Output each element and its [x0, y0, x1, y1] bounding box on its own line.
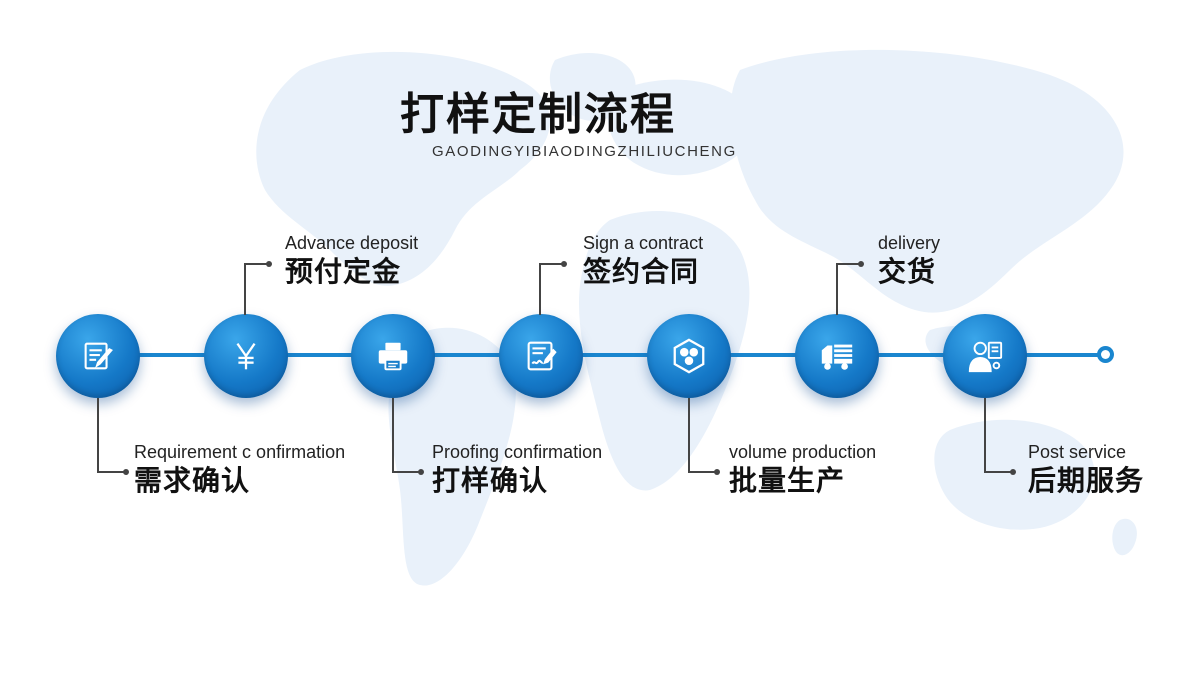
connector-line [244, 263, 268, 265]
step-node-delivery [795, 314, 879, 398]
step-label-zh: 预付定金 [285, 255, 402, 288]
step-node-service [943, 314, 1027, 398]
truck-icon [821, 344, 853, 370]
step-label-zh: 批量生产 [729, 464, 846, 497]
step-label-delivery: delivery 交货 [878, 232, 940, 290]
connector-dot [418, 469, 424, 475]
timeline-end-cap [1097, 346, 1114, 363]
step-label-en: Requirement c onfirmation [134, 442, 346, 462]
page-subtitle: GAODINGYIBIAODINGZHILIUCHENG [432, 143, 737, 160]
step-label-deposit: Advance deposit 预付定金 [285, 232, 418, 290]
step-node-deposit [204, 314, 288, 398]
step-label-zh: 交货 [878, 255, 937, 288]
connector-dot [858, 261, 864, 267]
connector-line [836, 263, 860, 265]
step-label-service: Post service 后期服务 [1028, 441, 1144, 499]
connector-line [836, 263, 838, 315]
step-label-production: volume production 批量生产 [729, 441, 876, 499]
step-label-en: delivery [878, 233, 941, 253]
connector-line [244, 263, 246, 315]
connector-dot [1010, 469, 1016, 475]
contract-sign-icon [527, 341, 557, 371]
step-node-requirement [56, 314, 140, 398]
printer-icon [378, 342, 408, 371]
step-label-en: Proofing confirmation [432, 442, 603, 462]
service-person-icon [968, 341, 1003, 373]
page-title: 打样定制流程 [400, 89, 676, 140]
connector-dot [561, 261, 567, 267]
step-label-zh: 需求确认 [134, 464, 251, 497]
connector-line [539, 263, 563, 265]
connector-line [688, 471, 716, 473]
connector-line [97, 471, 125, 473]
step-label-zh: 签约合同 [583, 255, 700, 288]
step-label-zh: 打样确认 [432, 464, 549, 497]
step-label-en: Post service [1028, 442, 1127, 462]
step-label-en: volume production [729, 442, 877, 462]
connector-line [688, 398, 690, 472]
connector-line [97, 398, 99, 472]
connector-line [539, 263, 541, 315]
yen-icon [236, 343, 256, 370]
timeline-line [95, 353, 1105, 357]
step-node-production [647, 314, 731, 398]
step-label-contract: Sign a contract 签约合同 [583, 232, 703, 290]
connector-line [392, 398, 394, 472]
step-label-proofing: Proofing confirmation 打样确认 [432, 441, 602, 499]
connector-dot [714, 469, 720, 475]
production-icon [673, 338, 705, 374]
step-label-en: Sign a contract [583, 233, 704, 253]
connector-dot [123, 469, 129, 475]
connector-line [984, 398, 986, 472]
connector-line [392, 471, 420, 473]
step-node-contract [499, 314, 583, 398]
document-edit-icon [84, 342, 113, 370]
connector-dot [266, 261, 272, 267]
step-node-proofing [351, 314, 435, 398]
step-label-zh: 后期服务 [1028, 464, 1145, 497]
connector-line [984, 471, 1012, 473]
step-label-requirement: Requirement c onfirmation 需求确认 [134, 441, 345, 499]
step-label-en: Advance deposit [285, 233, 419, 253]
